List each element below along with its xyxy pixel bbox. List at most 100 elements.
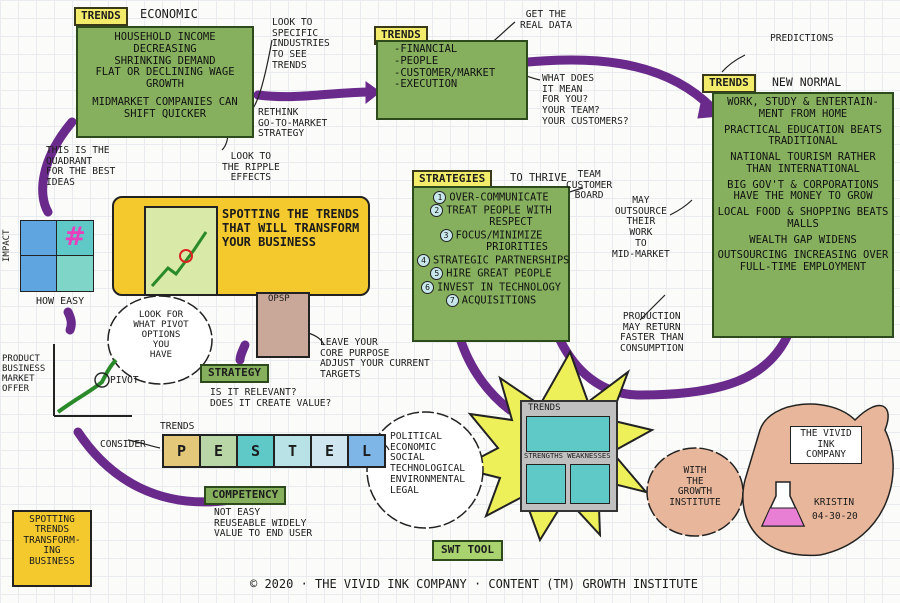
note-line: MID-MARKET <box>612 248 670 260</box>
predictions-note: PREDICTIONS <box>770 33 834 44</box>
note-line: OFFER <box>2 384 30 395</box>
flask-icon <box>760 481 806 527</box>
ripple-note: LOOK TO THE RIPPLE EFFECTS <box>222 151 280 184</box>
pestel-letter: L <box>349 434 386 468</box>
strategy-number: 6 <box>421 280 434 294</box>
note-line: QUADRANT <box>46 155 93 167</box>
new-normal-item: OUTSOURCING INCREASING OVER FULL-TIME EM… <box>717 249 889 273</box>
real-data-note: GET THE REAL DATA <box>520 9 572 31</box>
quadrant-note: THIS IS THE QUADRANT FOR THE BEST IDEAS <box>46 145 116 189</box>
strategy-text: ACQUISITIONS <box>461 294 537 307</box>
pestel-cloud: POLITICAL ECONOMIC SOCIAL TECHNOLOGICAL … <box>390 431 466 496</box>
note-line: ECONOMIC <box>390 441 437 453</box>
opsp-note: LEAVE YOUR CORE PURPOSE ADJUST YOUR CURR… <box>320 337 430 381</box>
note-line: VALUE TO END USER <box>214 528 313 540</box>
note-line: YOUR TEAM? <box>542 105 600 117</box>
center-trend-item: -EXECUTION <box>394 78 458 91</box>
note-line: COMPANY <box>805 449 847 461</box>
how-easy-axis-label: HOW EASY <box>36 296 85 307</box>
note-line: THE RIPPLE <box>222 161 280 173</box>
signature: KRISTIN <box>814 497 855 508</box>
note-line: LEGAL <box>390 484 419 496</box>
note-line: TARGETS <box>320 369 361 381</box>
note-line: TRANSFORM- <box>23 534 81 546</box>
team-note: TEAM CUSTOMER BOARD <box>566 169 613 202</box>
note-line: MARKET <box>2 374 35 385</box>
note-line: WITH <box>683 465 707 476</box>
note-line: RETHINK <box>258 107 299 118</box>
new-normal-item: WORK, STUDY & ENTERTAIN-MENT FROM HOME <box>727 96 879 120</box>
pestel-letter: P <box>162 434 201 468</box>
note-line: ENVIRONMENTAL <box>390 473 466 485</box>
economic-trends-label: TRENDS <box>74 7 128 26</box>
economic-box: HOUSEHOLD INCOME DECREASING SHRINKING DE… <box>76 26 254 138</box>
strategy-number: 7 <box>445 293 459 307</box>
competency-lines: NOT EASY REUSEABLE WIDELY VALUE TO END U… <box>214 507 313 540</box>
impact-axis-label: IMPACT <box>2 229 12 262</box>
economic-item: SHRINKING DEMAND <box>114 54 216 67</box>
note-line: THIS IS THE <box>46 145 110 156</box>
strategy-number: 4 <box>417 254 430 268</box>
legend-box: SPOTTING TRENDS TRANSFORM- ING BUSINESS <box>12 510 92 587</box>
strategies-title: TO THRIVE <box>510 172 567 184</box>
note-line: INDUSTRIES <box>272 38 330 50</box>
strategy-text: STRATEGIC PARTNERSHIPS <box>433 254 570 267</box>
note-line: REUSEABLE WIDELY <box>214 517 307 529</box>
note-line: GROWTH <box>677 486 713 498</box>
note-line: GET THE <box>525 9 567 20</box>
new-normal-trends-label: TRENDS <box>702 74 756 93</box>
pestel-letter: E <box>201 434 238 468</box>
note-line: FOR THE BEST <box>46 166 116 178</box>
new-normal-item: WEALTH GAP WIDENS <box>749 233 857 246</box>
growth-cloud-text: WITH THE GROWTH INSTITUTE <box>662 465 728 509</box>
note-line: THE <box>686 475 704 487</box>
swt-weaknesses-cell <box>570 464 610 504</box>
note-line: CUSTOMER <box>566 179 613 191</box>
note-line: LOOK TO <box>230 151 272 162</box>
new-normal-item: LOCAL FOOD & SHOPPING BEATS MALLS <box>717 206 889 230</box>
note-line: WHAT PIVOT <box>133 319 189 331</box>
strategy-item: PRIORITIES <box>486 241 548 254</box>
pivot-cloud: LOOK FOR WHAT PIVOT OPTIONS YOU HAVE <box>118 309 204 361</box>
swt-strengths-cell <box>526 464 566 504</box>
note-line: POLITICAL <box>390 431 442 442</box>
note-line: TO <box>635 237 647 249</box>
note-line: LEAVE YOUR <box>320 337 378 348</box>
note-line: BOARD <box>574 190 604 202</box>
banner-chart <box>144 206 218 296</box>
note-line: IDEAS <box>46 177 75 189</box>
note-line: WHAT DOES <box>542 73 594 84</box>
pivot-y-label: PRODUCT BUSINESS MARKET OFFER <box>2 354 45 394</box>
note-line: FASTER THAN <box>620 332 684 344</box>
swt-trends-cell <box>526 416 610 452</box>
specific-industries-note: LOOK TO SPECIFIC INDUSTRIES TO SEE TREND… <box>272 17 352 72</box>
strategy-number: 1 <box>433 191 447 204</box>
note-line: YOU <box>152 339 170 351</box>
strategy-item: RESPECT <box>489 216 533 229</box>
note-line: MAY <box>632 195 650 206</box>
note-line: TECHNOLOGICAL <box>390 463 466 475</box>
note-line: PRODUCTION <box>622 311 681 322</box>
consider-label: CONSIDER <box>100 439 146 450</box>
note-line: FOR YOU? <box>542 94 589 106</box>
note-line: TRENDS <box>34 524 70 536</box>
economic-item: FLAT OR DECLINING WAGE GROWTH <box>95 66 235 90</box>
economic-item: MIDMARKET COMPANIES CAN SHIFT QUICKER <box>92 95 238 120</box>
footer-credit: © 2020 · THE VIVID INK COMPANY · CONTENT… <box>250 577 698 591</box>
rethink-note: RETHINK GO-TO-MARKET STRATEGY <box>258 107 327 140</box>
note-line: OPTIONS <box>141 329 181 341</box>
note-line: BUSINESS <box>2 364 46 375</box>
center-trend-item: -FINANCIAL <box>394 43 458 55</box>
pestel-letter: E <box>312 434 349 468</box>
pivot-chart <box>53 344 132 417</box>
strategy-questions: IS IT RELEVANT? DOES IT CREATE VALUE? <box>210 387 331 409</box>
economic-title: ECONOMIC <box>140 7 198 21</box>
new-normal-item: BIG GOV'T & CORPORATIONS HAVE THE MONEY … <box>727 178 879 203</box>
note-line: NOT EASY <box>214 507 261 518</box>
note-line: IS IT RELEVANT? <box>210 387 297 398</box>
note-line: TRENDS <box>272 59 307 71</box>
